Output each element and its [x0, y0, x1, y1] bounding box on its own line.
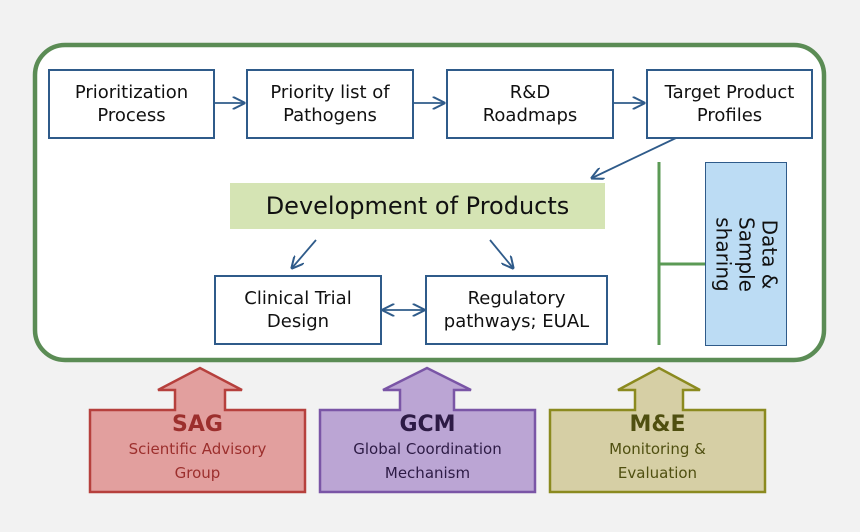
me-full-name: Monitoring & Evaluation	[609, 440, 706, 483]
me-block-arrow	[548, 366, 767, 494]
arrow-profiles-to-development	[592, 137, 677, 178]
gcm-full-name: Global Coordination Mechanism	[353, 440, 502, 483]
sag-label: SAG Scientific Advisory Group	[90, 412, 305, 485]
arrow-development-to-clinical	[292, 239, 317, 268]
gcm-block-arrow	[318, 366, 537, 494]
gcm-label: GCM Global Coordination Mechanism	[320, 412, 535, 485]
rd-roadmaps-box: R&D Roadmaps	[446, 69, 614, 139]
sag-full-name: Scientific Advisory Group	[128, 440, 267, 483]
data-sample-sharing-label: Data & Sample sharing	[711, 216, 782, 292]
prioritization-process-box: Prioritization Process	[48, 69, 215, 139]
data-sample-sharing-box: Data & Sample sharing	[705, 162, 787, 346]
sag-abbr: SAG	[172, 412, 223, 437]
arrow-development-to-regulatory	[489, 239, 513, 268]
me-abbr: M&E	[629, 412, 686, 437]
me-label: M&E Monitoring & Evaluation	[550, 412, 765, 485]
sag-block-arrow	[88, 366, 307, 494]
target-product-profiles-box: Target Product Profiles	[646, 69, 813, 139]
gcm-abbr: GCM	[399, 412, 456, 437]
clinical-trial-design-box: Clinical Trial Design	[214, 275, 382, 345]
priority-list-box: Priority list of Pathogens	[246, 69, 414, 139]
regulatory-pathways-box: Regulatory pathways; EUAL	[425, 275, 608, 345]
development-of-products-box: Development of Products	[230, 183, 605, 229]
